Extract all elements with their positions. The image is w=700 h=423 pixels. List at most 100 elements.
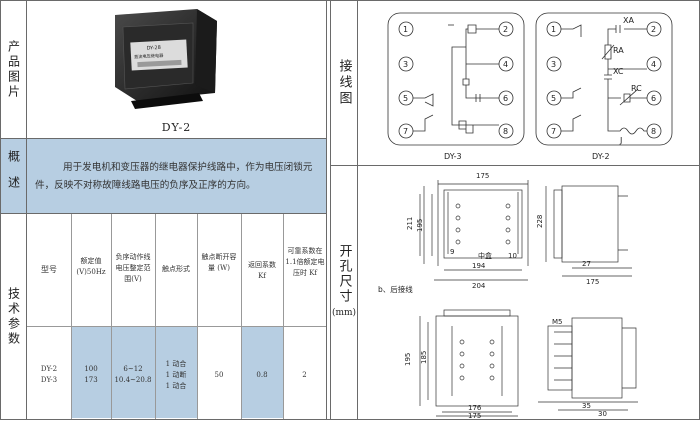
- dy3-terminals: [398, 21, 514, 139]
- spec-range-list: 6~12 10.4~20.8: [111, 364, 155, 386]
- spec-header-capacity: 触点断开容量 (W): [201, 253, 237, 272]
- svg-text:5: 5: [403, 94, 408, 103]
- svg-text:2: 2: [651, 25, 656, 34]
- mid-divider: [326, 0, 327, 420]
- svg-text:1: 1: [551, 25, 556, 34]
- row-divider-1: [0, 138, 327, 139]
- overview-cell: 用于发电机和变压器的继电器保护线路中，作为电压闭锁元件，反映不对称故障线路电压的…: [27, 139, 326, 213]
- spec-header-range: 负序动作线电压整定范围(V): [115, 253, 151, 283]
- svg-text:6: 6: [651, 94, 656, 103]
- label-overview-cell: 概述: [1, 139, 26, 213]
- svg-text:204: 204: [472, 282, 486, 290]
- label-wiring-cell: 接线图: [331, 1, 357, 165]
- svg-text:194: 194: [472, 262, 486, 270]
- svg-text:2: 2: [503, 25, 508, 34]
- svg-text:195: 195: [416, 219, 424, 232]
- spec-contact-2: 1 动断: [165, 371, 187, 379]
- terminal-numbers: 1 2 3 4 5 6 7 8 1 2 3 4 5 6 7 8: [403, 25, 656, 136]
- svg-text:211: 211: [406, 217, 414, 230]
- spec-header-return: 返回系数 Kf: [248, 261, 276, 280]
- label-XC: XC: [613, 67, 624, 76]
- svg-text:4: 4: [503, 60, 508, 69]
- svg-text:35: 35: [582, 402, 591, 410]
- cutout-drawings: 175 211 195 194 204 228 27 175 195 185 9…: [358, 166, 699, 420]
- label-RA: RA: [613, 46, 624, 55]
- cutout-svg: 175 211 195 194 204 228 27 175 195 185 9…: [378, 172, 638, 420]
- svg-text:30: 30: [598, 410, 607, 418]
- label-overview: 概述: [6, 150, 21, 202]
- svg-text:10: 10: [508, 252, 517, 260]
- svg-text:6: 6: [503, 94, 508, 103]
- spec-range-1: 6~12: [123, 365, 143, 373]
- svg-text:8: 8: [503, 127, 508, 136]
- label-wiring: 接线图: [336, 59, 352, 107]
- svg-text:4: 4: [651, 60, 656, 69]
- spec-contact-1: 1 动合: [165, 360, 187, 368]
- svg-text:9: 9: [450, 248, 454, 256]
- svg-text:175: 175: [468, 412, 481, 419]
- spec-contact-list: 1 动合 1 动断 1 动合: [155, 359, 197, 392]
- rear-wiring-caption: b、后接线: [378, 284, 413, 294]
- photo-caption: DY-2: [161, 121, 192, 134]
- svg-text:185: 185: [420, 351, 428, 364]
- label-J: J: [619, 136, 622, 145]
- svg-text:175: 175: [586, 278, 599, 286]
- svg-text:M5: M5: [552, 318, 563, 326]
- wiring-svg: XA RA XC RC J 1 2 3 4 5 6 7 8 1 2 3 4 5 …: [387, 12, 673, 161]
- svg-text:27: 27: [582, 260, 591, 268]
- spec-model-list: DY-2 DY-3: [27, 364, 71, 386]
- spec-model-1: DY-2: [40, 365, 58, 373]
- wiring-caption-dy3: DY-3: [444, 152, 462, 161]
- label-cutout: 开孔尺寸: [336, 244, 352, 304]
- overview-text: 用于发电机和变压器的继电器保护线路中，作为电压闭锁元件，反映不对称故障线路电压的…: [35, 162, 313, 191]
- spec-rated-list: 100 173: [71, 364, 111, 386]
- svg-text:175: 175: [476, 172, 489, 180]
- right-row-divider: [330, 165, 700, 166]
- photo-cell: DY-28 直流电压继电器 DY-2: [27, 1, 326, 138]
- border-left: [0, 0, 1, 420]
- spec-range-2: 10.4~20.8: [114, 376, 152, 384]
- component-labels: XA RA XC RC J: [613, 16, 642, 145]
- label-specs: 技术参数: [6, 286, 21, 347]
- svg-text:8: 8: [651, 127, 656, 136]
- svg-text:176: 176: [468, 404, 482, 412]
- svg-text:3: 3: [551, 60, 556, 69]
- wiring-caption-dy2: DY-2: [592, 152, 610, 161]
- svg-text:7: 7: [551, 127, 556, 136]
- label-specs-cell: 技术参数: [1, 214, 26, 419]
- spec-header-rated: 额定值 (V)50Hz: [76, 257, 106, 276]
- svg-text:5: 5: [551, 94, 556, 103]
- spec-rated-2: 173: [84, 376, 98, 384]
- relay-photo: DY-28 直流电压继电器: [115, 9, 217, 109]
- right-label-divider: [357, 0, 358, 420]
- label-RC: RC: [631, 84, 642, 93]
- device-brand: DY-28: [146, 45, 161, 52]
- left-label-divider: [26, 0, 27, 420]
- svg-text:228: 228: [536, 215, 544, 228]
- spec-reliability: 2: [302, 371, 307, 379]
- svg-text:1: 1: [403, 25, 408, 34]
- spec-contact-3: 1 动合: [165, 382, 187, 390]
- spec-return: 0.8: [256, 371, 268, 379]
- svg-text:3: 3: [403, 60, 408, 69]
- label-unit: (mm): [331, 308, 357, 318]
- label-XA: XA: [623, 16, 634, 25]
- svg-text:195: 195: [404, 353, 412, 366]
- label-cutout-cell: 开孔尺寸 (mm): [331, 166, 357, 419]
- device-subtitle: 直流电压继电器: [134, 52, 164, 61]
- spec-rated-1: 100: [84, 365, 98, 373]
- spec-capacity: 50: [214, 371, 224, 379]
- spec-table: 型号 额定值 (V)50Hz 负序动作线电压整定范围(V) 触点形式 触点断开容…: [27, 214, 326, 419]
- label-photo: 产品图片: [6, 39, 21, 100]
- border-top: [0, 0, 700, 1]
- svg-text:中盒: 中盒: [478, 251, 492, 260]
- spec-model-2: DY-3: [40, 376, 58, 384]
- spec-header-reliability: 可靠系数在 1.1倍额定电压时 Kf: [285, 247, 325, 277]
- wiring-diagrams: XA RA XC RC J 1 2 3 4 5 6 7 8 1 2 3 4 5 …: [358, 1, 699, 165]
- spec-header-model: 型号: [41, 265, 57, 274]
- label-photo-cell: 产品图片: [1, 1, 26, 138]
- spec-header-contact: 触点形式: [162, 265, 190, 273]
- mid-divider-2: [330, 0, 331, 420]
- row-divider-2: [0, 213, 327, 214]
